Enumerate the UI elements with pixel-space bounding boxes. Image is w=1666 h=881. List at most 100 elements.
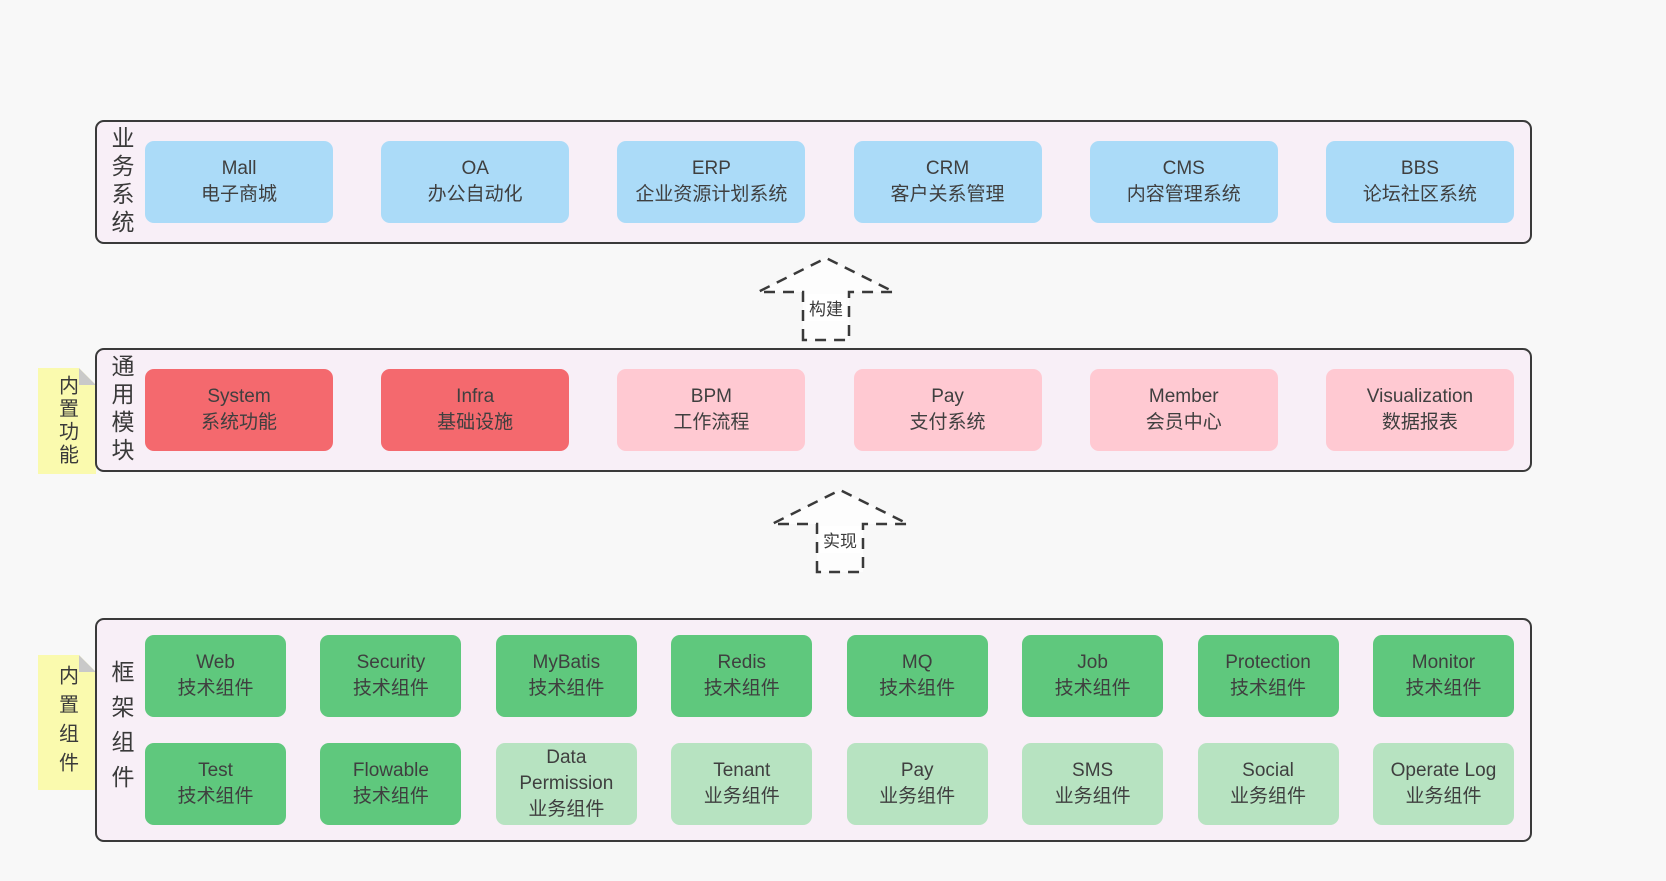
node-data-permission: Data Permission 业务组件 [495, 743, 637, 825]
node-name: Security [356, 651, 426, 673]
node-name: CRM [925, 157, 970, 179]
node-crm: CRM 客户关系管理 [853, 141, 1042, 223]
folded-corner-icon [79, 655, 96, 672]
node-name: CMS [1162, 157, 1205, 179]
node-cms: CMS 内容管理系统 [1089, 141, 1278, 223]
sticky-note-builtin-features: 内置功能 [38, 368, 96, 474]
node-system: System 系统功能 [145, 369, 333, 451]
node-name: Test [198, 759, 233, 781]
band-rows: Mall 电子商城 OA 办公自动化 ERP 企业资源计划系统 CRM 客户关系管理 CMS 内容… [145, 122, 1530, 242]
node-name: Pay [931, 385, 964, 407]
node-desc: 工作流程 [673, 412, 750, 433]
node-mall: Mall 电子商城 [145, 141, 333, 223]
node-desc: 技术组件 [177, 678, 254, 699]
node-bpm: BPM 工作流程 [617, 369, 806, 451]
band-label: 框架组件 [108, 660, 134, 800]
node-flowable: Flowable 技术组件 [320, 743, 462, 825]
node-name: SMS [1072, 759, 1114, 781]
node-desc: 技术组件 [352, 678, 429, 699]
node-desc: 论坛社区系统 [1362, 184, 1477, 205]
node-desc: 办公自动化 [427, 184, 523, 205]
node-erp: ERP 企业资源计划系统 [617, 141, 806, 223]
node-desc: 技术组件 [879, 678, 956, 699]
node-desc: 技术组件 [177, 786, 254, 807]
node-name: BBS [1400, 157, 1439, 179]
node-name: Mall [221, 157, 257, 179]
node-desc: 业务组件 [703, 786, 780, 807]
node-operate-log: Operate Log 业务组件 [1372, 743, 1514, 825]
node-bbs: BBS 论坛社区系统 [1325, 141, 1514, 223]
node-desc: 基础设施 [437, 412, 514, 433]
node-desc: 技术组件 [528, 678, 605, 699]
node-desc: 系统功能 [200, 412, 277, 433]
node-desc: 客户关系管理 [890, 184, 1005, 205]
node-tenant: Tenant 业务组件 [671, 743, 813, 825]
node-sms: SMS 业务组件 [1022, 743, 1164, 825]
sticky-note-label: 内置功能 [55, 375, 78, 467]
node-name: Flowable [352, 759, 429, 781]
node-name: Member [1148, 385, 1219, 407]
node-row: System 系统功能 Infra 基础设施 BPM 工作流程 Pay 支付系统 Member 会… [145, 369, 1514, 451]
node-oa: OA 办公自动化 [381, 141, 570, 223]
node-desc: 会员中心 [1145, 412, 1222, 433]
node-name: Data Permission [519, 746, 614, 794]
sticky-note-label: 内置组件 [55, 664, 78, 781]
node-job: Job 技术组件 [1022, 635, 1164, 717]
node-desc: 业务组件 [1230, 786, 1307, 807]
node-name: OA [461, 157, 489, 179]
band-business-systems: 业务系统 Mall 电子商城 OA 办公自动化 ERP 企业资源计划系统 CRM 客户关系管理… [95, 120, 1532, 244]
build-arrow: 构建 [756, 256, 896, 342]
band-label: 通用模块 [108, 354, 134, 466]
node-name: Web [196, 651, 235, 673]
node-name: Operate Log [1390, 759, 1497, 781]
node-desc: 数据报表 [1381, 412, 1458, 433]
node-desc: 业务组件 [1054, 786, 1131, 807]
node-desc: 支付系统 [909, 412, 986, 433]
node-name: BPM [690, 385, 732, 407]
node-desc: 业务组件 [1405, 786, 1482, 807]
node-name: Infra [456, 385, 495, 407]
node-name: ERP [691, 157, 731, 179]
band-label: 业务系统 [108, 126, 134, 238]
node-row: Mall 电子商城 OA 办公自动化 ERP 企业资源计划系统 CRM 客户关系管理 CMS 内容… [145, 141, 1514, 223]
node-test: Test 技术组件 [145, 743, 286, 825]
node-name: Job [1077, 651, 1108, 673]
node-desc: 内容管理系统 [1126, 184, 1241, 205]
node-name: System [207, 385, 271, 407]
node-name: Protection [1225, 651, 1311, 673]
node-desc: 技术组件 [352, 786, 429, 807]
node-desc: 电子商城 [200, 184, 277, 205]
implement-arrow: 实现 [770, 488, 910, 574]
node-desc: 技术组件 [1054, 678, 1131, 699]
node-social: Social 业务组件 [1197, 743, 1339, 825]
node-infra: Infra 基础设施 [381, 369, 570, 451]
node-visualization: Visualization 数据报表 [1325, 369, 1514, 451]
node-name: Visualization [1366, 385, 1474, 407]
node-name: Tenant [713, 759, 771, 781]
node-protection: Protection 技术组件 [1197, 635, 1339, 717]
node-security: Security 技术组件 [320, 635, 462, 717]
band-common-modules: 通用模块 System 系统功能 Infra 基础设施 BPM 工作流程 Pay 支付系统 Me… [95, 348, 1532, 472]
build-arrow-label: 构建 [806, 294, 846, 321]
node-desc: 技术组件 [1230, 678, 1307, 699]
node-desc: 技术组件 [1405, 678, 1482, 699]
node-member: Member 会员中心 [1089, 369, 1278, 451]
sticky-note-builtin-components: 内置组件 [38, 655, 96, 790]
node-name: Social [1242, 759, 1294, 781]
band-rows: System 系统功能 Infra 基础设施 BPM 工作流程 Pay 支付系统 Member 会… [145, 350, 1530, 470]
node-pay: Pay 支付系统 [853, 369, 1042, 451]
node-desc: 企业资源计划系统 [635, 184, 788, 205]
node-desc: 业务组件 [528, 799, 605, 821]
node-name: Redis [717, 651, 767, 673]
implement-arrow-label: 实现 [820, 526, 860, 553]
node-web: Web 技术组件 [145, 635, 286, 717]
